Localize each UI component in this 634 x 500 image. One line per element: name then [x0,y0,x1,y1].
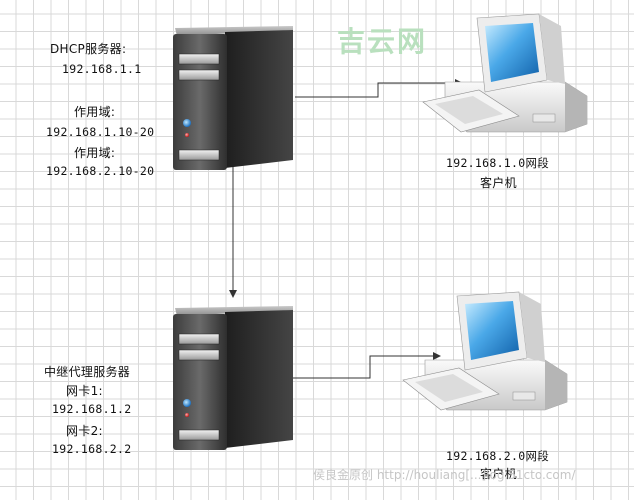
relay-nic1-ip: 192.168.1.2 [52,402,132,416]
dhcp-scope2-label: 作用域: [74,146,116,160]
relay-server-icon [173,306,293,450]
relay-nic1-label: 网卡1: [66,384,103,398]
dhcp-scope1-range: 192.168.1.10-20 [46,125,155,139]
footer-watermark: 侯良金原创 http://houliang[...]log.51cto.com/ [313,468,576,482]
client-top-label: 客户机 [480,176,517,190]
relay-nic2-ip: 192.168.2.2 [52,442,132,456]
client-bottom-label: 客户机 [480,467,517,481]
connector-relay-to-client [293,352,441,379]
client-top-subnet: 192.168.1.0网段 [446,156,550,170]
dhcp-scope1-label: 作用域: [74,105,116,119]
client-pc-icon-bottom [402,291,568,411]
client-pc-icon-top [422,13,588,133]
dhcp-server-ip: 192.168.1.1 [62,62,142,76]
dhcp-server-icon [173,26,293,170]
dhcp-scope2-range: 192.168.2.10-20 [46,164,155,178]
watermark-logo: 吉云网 [337,25,428,58]
relay-server-title: 中继代理服务器 [44,365,131,379]
relay-nic2-label: 网卡2: [66,424,103,438]
connector-dhcp-to-client [295,79,463,98]
dhcp-server-title: DHCP服务器: [50,42,127,56]
client-bottom-subnet: 192.168.2.0网段 [446,449,550,463]
